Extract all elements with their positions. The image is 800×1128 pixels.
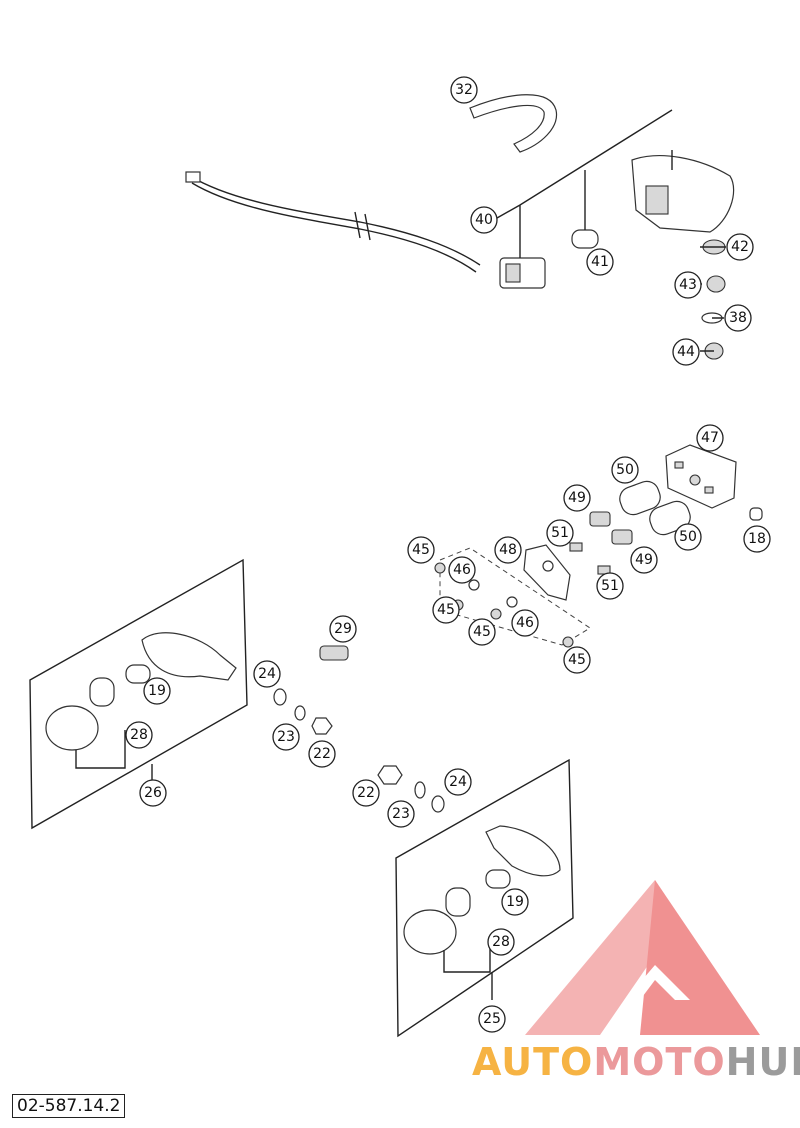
callout-51-upper: 51 (546, 519, 574, 547)
svg-text:51: 51 (601, 578, 619, 594)
callout-48: 48 (494, 536, 522, 564)
callout-22-right: 22 (352, 779, 380, 807)
callout-24-right: 24 (444, 768, 472, 796)
part-code-label: 02-587.14.2 (12, 1094, 126, 1118)
svg-text:41: 41 (591, 254, 609, 270)
callout-45-b: 45 (432, 596, 460, 624)
svg-text:51: 51 (551, 525, 569, 541)
callout-43: 43 (674, 271, 702, 299)
svg-text:29: 29 (334, 621, 352, 637)
svg-text:44: 44 (677, 344, 695, 360)
watermark-brand-text: AUTOMOTOHUB (472, 1040, 800, 1084)
tail-light-housing (631, 150, 735, 233)
svg-text:22: 22 (357, 785, 375, 801)
callout-45-c: 45 (468, 618, 496, 646)
brand-part-moto: MOTO (593, 1040, 726, 1084)
svg-text:23: 23 (277, 729, 295, 745)
callout-19-right: 19 (501, 888, 529, 916)
brand-part-auto: AUTO (472, 1040, 594, 1084)
callout-46-b: 46 (511, 609, 539, 637)
svg-text:28: 28 (492, 934, 510, 950)
svg-text:43: 43 (679, 277, 697, 293)
svg-text:28: 28 (130, 727, 148, 743)
wiring-harness (185, 171, 546, 289)
svg-text:47: 47 (701, 430, 719, 446)
svg-text:18: 18 (748, 531, 766, 547)
callout-49-lower: 49 (630, 546, 658, 574)
callout-18: 18 (743, 525, 771, 553)
callout-19-left: 19 (143, 677, 171, 705)
svg-text:24: 24 (449, 774, 467, 790)
callout-29: 29 (329, 615, 357, 643)
svg-text:48: 48 (499, 542, 517, 558)
svg-text:23: 23 (392, 806, 410, 822)
svg-text:38: 38 (729, 310, 747, 326)
callout-40: 40 (470, 206, 498, 234)
callout-44: 44 (672, 338, 700, 366)
svg-text:50: 50 (679, 529, 697, 545)
seal-ring (469, 94, 558, 153)
brand-part-hub: HUB (725, 1040, 800, 1084)
indicator-frame-26 (29, 558, 248, 830)
bulb-41 (571, 229, 599, 249)
svg-text:42: 42 (731, 239, 749, 255)
svg-text:32: 32 (455, 82, 473, 98)
indicator-frame-25 (395, 758, 574, 1038)
callout-25: 25 (478, 1005, 506, 1033)
svg-text:50: 50 (616, 462, 634, 478)
callout-28-left: 28 (125, 721, 153, 749)
callout-28-right: 28 (487, 928, 515, 956)
callout-41: 41 (586, 248, 614, 276)
callout-38: 38 (724, 304, 752, 332)
svg-text:45: 45 (568, 652, 586, 668)
callout-49-upper: 49 (563, 484, 591, 512)
callout-50-upper: 50 (611, 456, 639, 484)
svg-text:26: 26 (144, 785, 162, 801)
svg-text:46: 46 (516, 615, 534, 631)
callout-47: 47 (696, 424, 724, 452)
license-plate-light (665, 444, 737, 509)
bracket-48 (523, 544, 571, 601)
callout-23-right: 23 (387, 800, 415, 828)
callout-50-lower: 50 (674, 523, 702, 551)
callout-45-d: 45 (563, 646, 591, 674)
svg-text:19: 19 (148, 683, 166, 699)
callout-45-a: 45 (407, 536, 435, 564)
svg-text:45: 45 (412, 542, 430, 558)
callout-24-left: 24 (253, 660, 281, 688)
svg-text:49: 49 (568, 490, 586, 506)
callout-46-a: 46 (448, 556, 476, 584)
callout-23-left: 23 (272, 723, 300, 751)
svg-text:40: 40 (475, 212, 493, 228)
svg-text:49: 49 (635, 552, 653, 568)
callout-42: 42 (726, 233, 754, 261)
small-hardware-top (701, 239, 726, 360)
svg-text:22: 22 (313, 746, 331, 762)
svg-text:46: 46 (453, 562, 471, 578)
callout-22-left: 22 (308, 740, 336, 768)
hardware-right (377, 765, 445, 813)
callout-51-lower: 51 (596, 572, 624, 600)
callout-32: 32 (450, 76, 478, 104)
watermark-logo-icon (525, 880, 760, 1035)
svg-text:24: 24 (258, 666, 276, 682)
callout-26: 26 (139, 779, 167, 807)
svg-text:45: 45 (437, 602, 455, 618)
svg-text:19: 19 (506, 894, 524, 910)
svg-text:25: 25 (483, 1011, 501, 1027)
hardware-left (273, 645, 349, 735)
svg-text:45: 45 (473, 624, 491, 640)
